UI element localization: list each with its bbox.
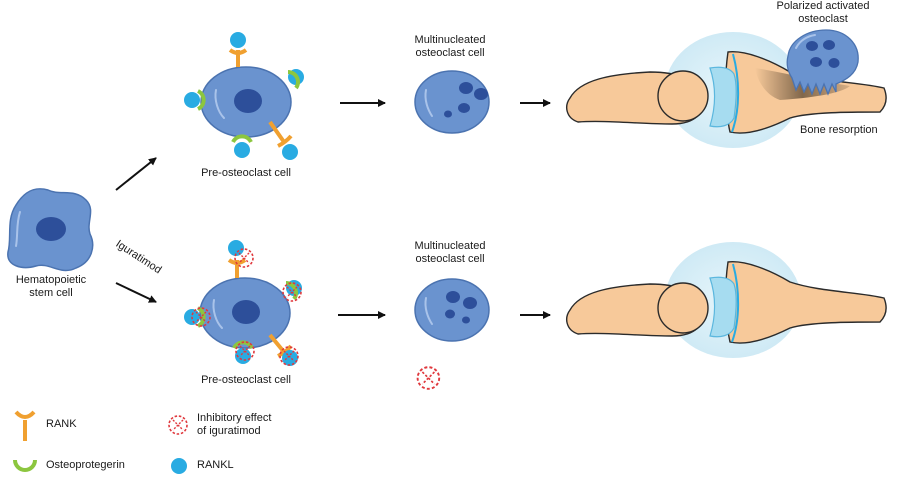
- arrow-to-top-pre-osteoclast: [115, 157, 157, 191]
- osteoprotegerin-binding: [282, 280, 302, 302]
- pre-osteoclast-cell-bottom: [184, 240, 302, 366]
- osteoprotegerin-binding: [231, 134, 253, 158]
- label-line: of iguratimod: [197, 425, 261, 437]
- rankl-ligand: [282, 144, 298, 160]
- osteoprotegerin-binding: [184, 306, 211, 328]
- label-line: osteoclast cell: [415, 47, 485, 59]
- label-bone-resorption: Bone resorption: [800, 124, 878, 136]
- label-multinucleated-top: Multinucleated osteoclast cell: [400, 34, 500, 60]
- label-line: Inhibitory effect: [197, 412, 272, 424]
- legend-inhibitory-icon: [168, 415, 188, 435]
- osteoprotegerin-binding: [287, 69, 304, 90]
- multinucleated-osteoclast-top: [414, 70, 490, 134]
- osteoprotegerin-binding: [232, 340, 255, 364]
- legend-inhibitory-label: Inhibitory effect of iguratimod: [197, 412, 271, 438]
- bone-joint-top: [566, 32, 887, 148]
- bone-joint-bottom: [566, 242, 887, 358]
- label-line: stem cell: [29, 287, 73, 299]
- legend-rankl-icon: [171, 458, 187, 474]
- inhibit-differentiation-mark: [416, 366, 441, 390]
- label-line: Multinucleated: [414, 240, 486, 252]
- pre-osteoclast-cell-top: [184, 32, 304, 160]
- label-line: Hematopoietic: [15, 274, 87, 286]
- label-line: osteoclast cell: [415, 253, 485, 265]
- legend-osteoprotegerin-icon: [13, 459, 37, 472]
- hematopoietic-stem-cell: [7, 188, 94, 272]
- legend-rankl-label: RANKL: [197, 459, 234, 471]
- rank-receptor: [268, 333, 299, 366]
- label-line: Polarized activated: [776, 0, 870, 12]
- legend-osteoprotegerin-label: Osteoprotegerin: [46, 459, 125, 471]
- label-polarized-activated-osteoclast: Polarized activated osteoclast: [762, 0, 884, 26]
- arrow-to-bottom-pre-osteoclast: [115, 282, 157, 303]
- polarized-activated-osteoclast: [786, 29, 859, 96]
- rank-receptor: [268, 120, 298, 160]
- label-pre-osteoclast-bottom: Pre-osteoclast cell: [201, 374, 291, 386]
- label-pre-osteoclast-top: Pre-osteoclast cell: [201, 167, 291, 179]
- label-line: Multinucleated: [414, 34, 486, 46]
- legend-rank-label: RANK: [46, 418, 77, 430]
- rank-receptor: [228, 32, 248, 67]
- label-hematopoietic-stem-cell: Hematopoietic stem cell: [2, 274, 100, 300]
- legend-rank-icon: [14, 410, 36, 441]
- label-multinucleated-bottom: Multinucleated osteoclast cell: [400, 240, 500, 266]
- osteoprotegerin-binding: [184, 89, 206, 111]
- rank-receptor: [227, 240, 254, 278]
- label-line: osteoclast: [798, 13, 848, 25]
- rankl-ligand: [230, 32, 246, 48]
- multinucleated-osteoclast-bottom: [414, 278, 490, 342]
